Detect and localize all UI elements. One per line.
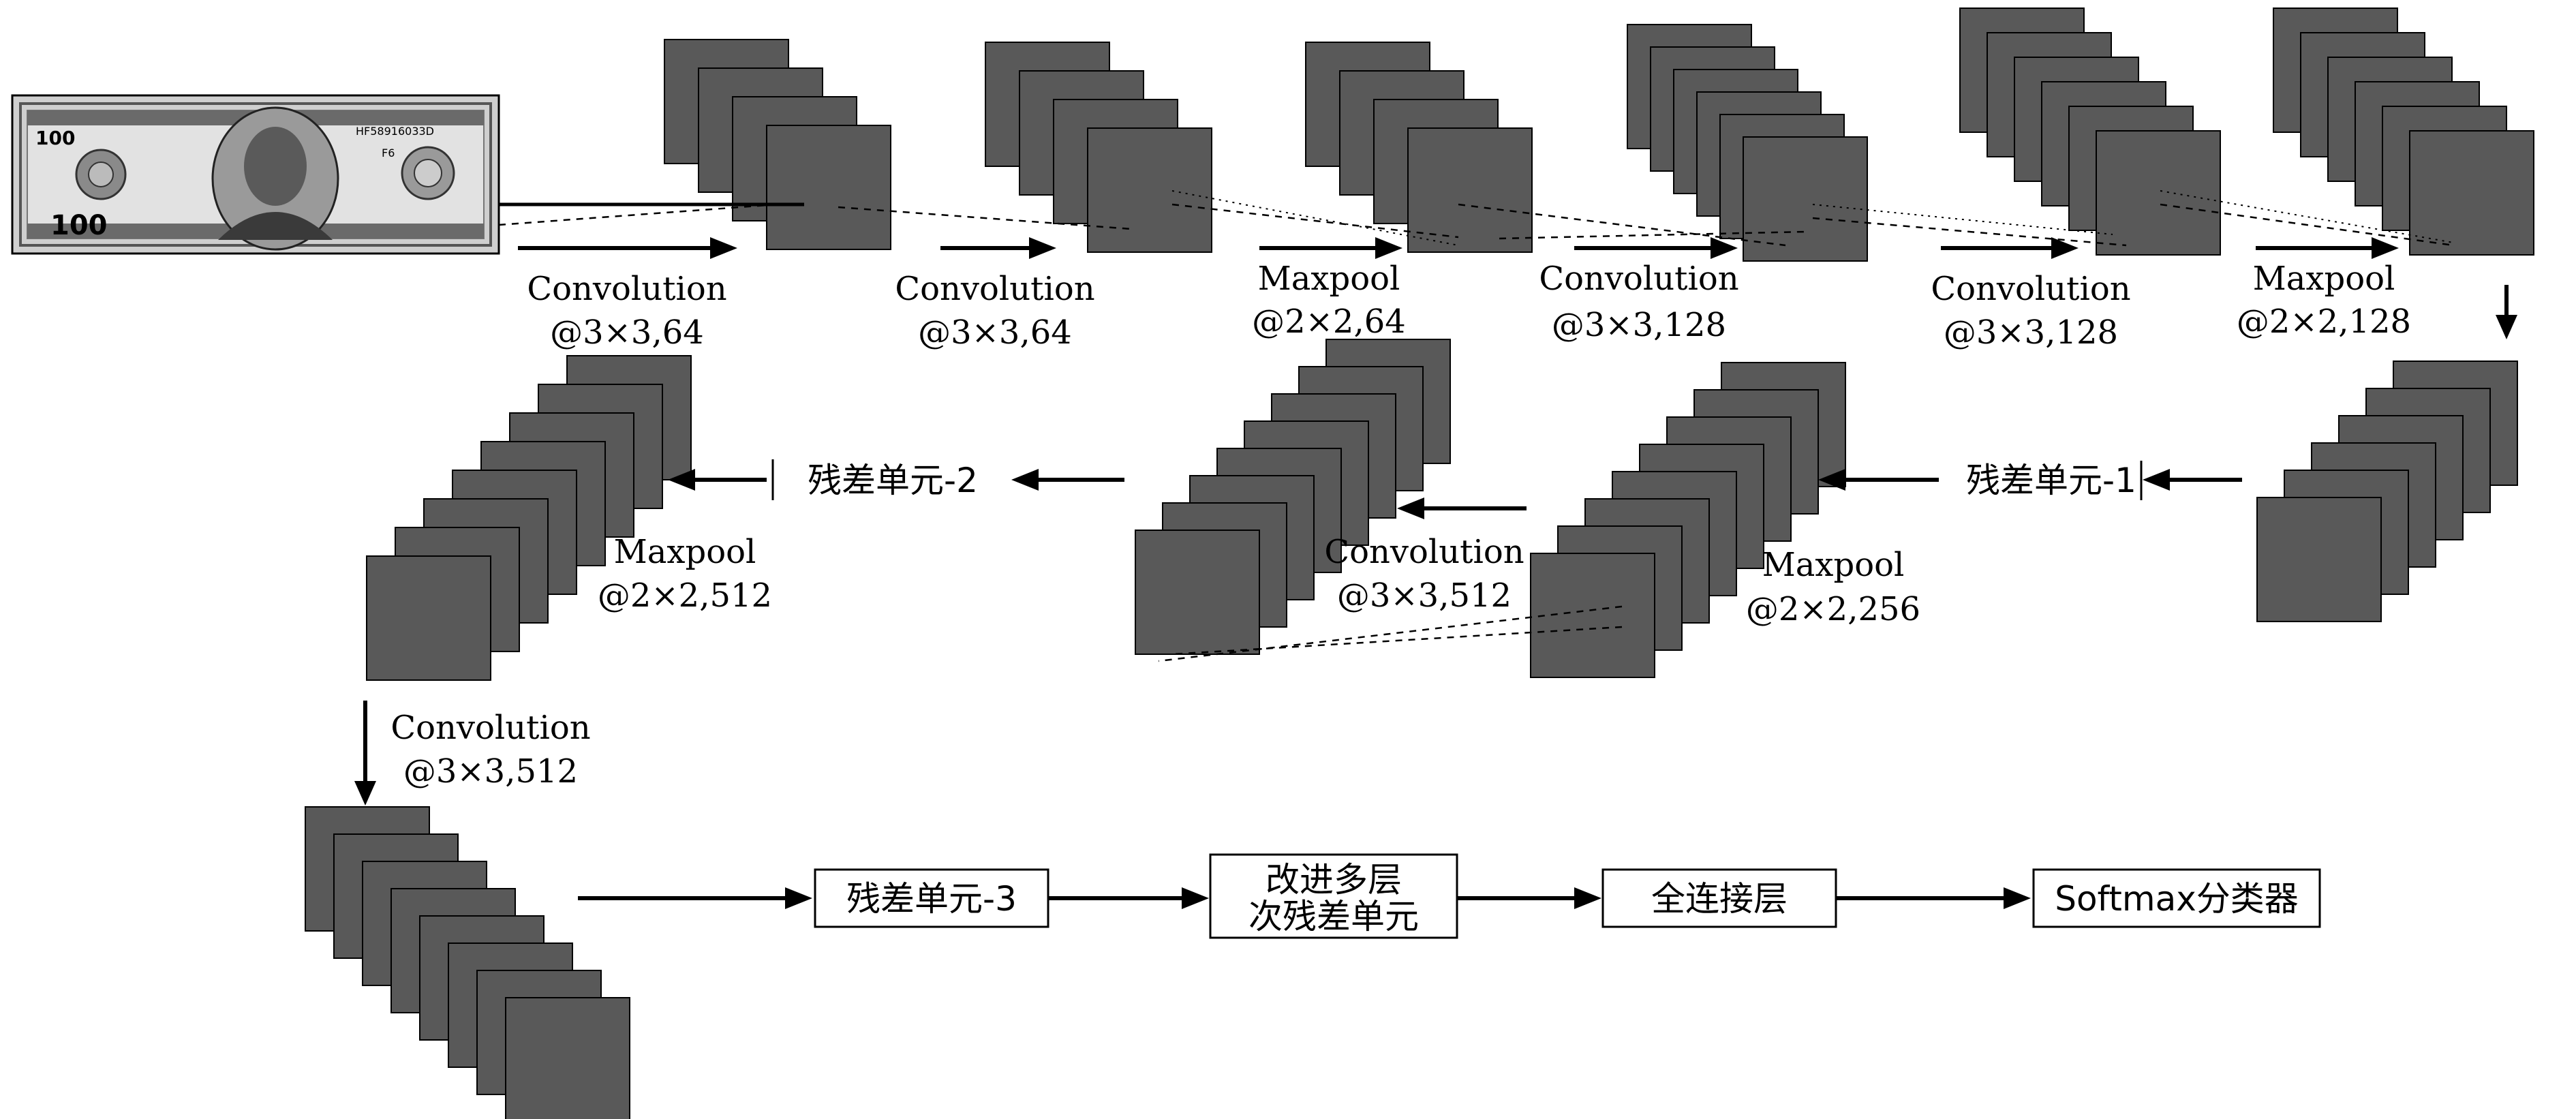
stack-conv512-low <box>305 806 630 1119</box>
stack-conv512-mid <box>1135 339 1451 655</box>
banknote-text-4: F6 <box>382 147 395 159</box>
feature-map <box>766 125 891 250</box>
stack-pool128 <box>2273 7 2534 256</box>
stack-res1 <box>2256 361 2518 622</box>
stack-conv64-b <box>985 42 1212 253</box>
banknote-text-3: HF58916033D <box>356 125 434 138</box>
banknote-text-2: 100 <box>50 210 108 241</box>
feature-map <box>1530 553 1655 678</box>
improved-line1: 改进多层 <box>1266 860 1402 900</box>
softmax-box <box>2032 868 2321 928</box>
feature-map <box>2096 130 2221 256</box>
improved-line2: 次残差单元 <box>1248 897 1419 936</box>
op4-line2: @3×3,128 <box>1552 306 1726 344</box>
maxpool-256-line1: Maxpool <box>1762 546 1905 584</box>
feature-map <box>1743 136 1868 262</box>
residual-unit-3: 残差单元-3 <box>846 879 1017 919</box>
residual-unit-2: 残差单元-2 <box>808 461 978 500</box>
feature-map <box>1135 530 1260 655</box>
op5-line2: @3×3,128 <box>1944 313 2118 352</box>
op4-line1: Convolution <box>1539 260 1738 298</box>
maxpool-512-line1: Maxpool <box>614 533 756 571</box>
residual-unit-3-box <box>814 868 1049 928</box>
fc-layer-box <box>1601 868 1837 928</box>
op6-line2: @2×2,128 <box>2237 303 2411 341</box>
stack-conv64-a <box>664 39 891 250</box>
op2-line2: @3×3,64 <box>918 313 1072 352</box>
down-op-line2: @3×3,512 <box>403 752 578 791</box>
op3-line2: @2×2,64 <box>1252 303 1406 341</box>
stack-pool64 <box>1305 42 1533 253</box>
stack-connectors <box>498 190 2454 662</box>
feature-map-stacks <box>305 7 2534 1119</box>
stack-conv128-b <box>1959 7 2221 256</box>
stack-pool512 <box>366 355 692 681</box>
improved-residual-box <box>1209 853 1458 939</box>
fc-layer: 全连接层 <box>1651 879 1788 919</box>
op6-line1: Maxpool <box>2253 260 2395 298</box>
middle-row-ops: 残差单元-1 Maxpool @2×2,256 Convolution @3×3… <box>354 459 2242 806</box>
op2-line1: Convolution <box>895 270 1094 308</box>
softmax-classifier: Softmax分类器 <box>2055 879 2299 919</box>
top-row-ops: Convolution @3×3,64 Convolution @3×3,64 … <box>518 237 2517 352</box>
feature-map <box>1407 127 1533 253</box>
op5-line1: Convolution <box>1931 270 2130 308</box>
op1-line2: @3×3,64 <box>550 313 704 352</box>
feature-map <box>505 997 630 1119</box>
bottom-row-pipeline: 残差单元-3 改进多层 次残差单元 全连接层 Softmax分类器 <box>578 853 2321 939</box>
feature-map <box>2256 497 2382 622</box>
conv-512-line2: @3×3,512 <box>1337 577 1512 615</box>
banknote-text-1: 100 <box>35 127 75 149</box>
feature-map <box>366 555 491 681</box>
op3-line1: Maxpool <box>1258 260 1400 298</box>
conv-512-line1: Convolution <box>1324 533 1524 571</box>
residual-unit-1: 残差单元-1 <box>1966 461 2136 500</box>
maxpool-256-line2: @2×2,256 <box>1746 590 1920 628</box>
banknote-image: 100 100 HF58916033D F6 <box>11 94 500 255</box>
op1-line1: Convolution <box>527 270 726 308</box>
feature-map <box>1087 127 1212 253</box>
maxpool-512-line2: @2×2,512 <box>598 577 772 615</box>
down-op-line1: Convolution <box>390 709 590 747</box>
feature-map <box>2409 130 2534 256</box>
stack-conv128-a <box>1627 24 1868 262</box>
